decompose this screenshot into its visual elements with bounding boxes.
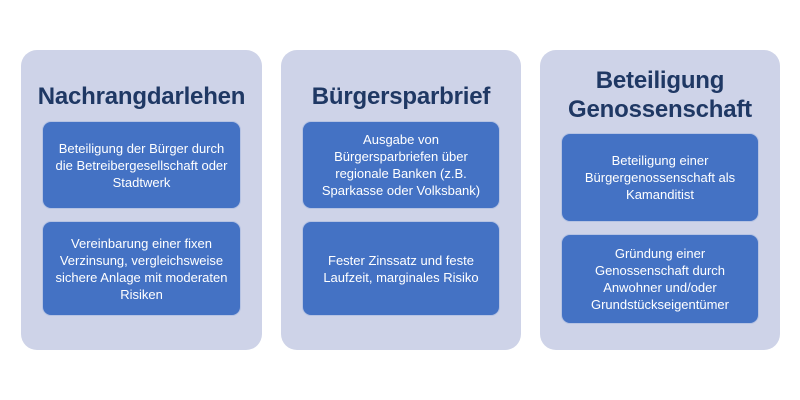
info-box: Vereinbarung einer fixen Verzinsung, ver…	[42, 221, 241, 316]
info-box: Fester Zinssatz und feste Laufzeit, marg…	[302, 221, 500, 316]
column-beteiligung-genossenschaft: Beteiligung Genossenschaft Beteiligung e…	[540, 50, 780, 350]
column-title: Nachrangdarlehen	[37, 83, 246, 110]
info-box: Ausgabe von Bürgersparbriefen über regio…	[302, 121, 500, 209]
column-boxes: Beteiligung einer Bürgergenossenschaft a…	[540, 124, 780, 350]
column-boxes: Beteiligung der Bürger durch die Betreib…	[21, 111, 262, 350]
column-nachrangdarlehen: Nachrangdarlehen Beteiligung der Bürger …	[21, 50, 262, 350]
info-box: Beteiligung der Bürger durch die Betreib…	[42, 121, 241, 209]
info-box: Beteiligung einer Bürgergenossenschaft a…	[561, 133, 759, 222]
column-title: Beteiligung Genossenschaft	[568, 67, 752, 123]
column-title: Bürgersparbrief	[311, 83, 491, 110]
column-boxes: Ausgabe von Bürgersparbriefen über regio…	[281, 111, 521, 350]
column-buergersparbrief: Bürgersparbrief Ausgabe von Bürgersparbr…	[281, 50, 521, 350]
info-box: Gründung einer Genossenschaft durch Anwo…	[561, 234, 759, 324]
